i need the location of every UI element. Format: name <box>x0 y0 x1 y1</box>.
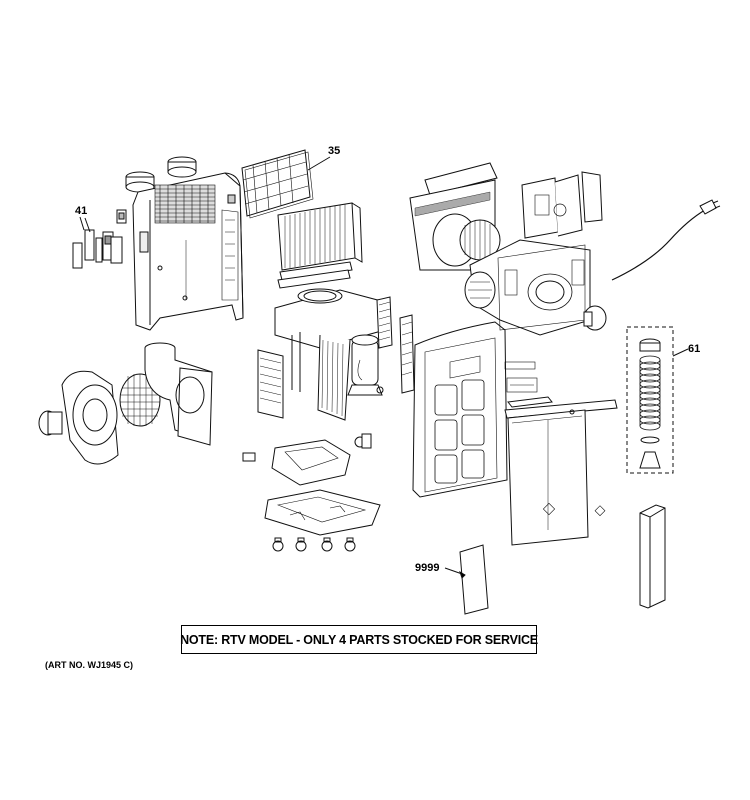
window-extension <box>639 504 666 609</box>
service-note-text: NOTE: RTV MODEL - ONLY 4 PARTS STOCKED F… <box>180 632 538 647</box>
control-knob-parts <box>72 209 127 269</box>
power-cord <box>611 199 721 281</box>
air-filter <box>241 149 331 219</box>
base-pan <box>242 433 381 552</box>
leader-41 <box>79 216 85 231</box>
callout-61: 61 <box>688 343 701 355</box>
condenser-coil <box>376 296 415 394</box>
condenser-fan-housing <box>464 239 607 336</box>
front-cabinet <box>125 156 244 331</box>
callout-41: 41 <box>75 205 88 217</box>
side-filter <box>257 349 284 419</box>
literature-booklet <box>444 544 489 615</box>
casters <box>272 537 356 552</box>
blower-assembly <box>38 342 213 465</box>
callout-9999: 9999 <box>415 562 440 574</box>
rear-panel <box>412 321 538 498</box>
window-panel <box>504 396 618 546</box>
callout-35: 35 <box>328 145 341 157</box>
art-number: (ART NO. WJ1945 C) <box>45 660 134 670</box>
service-note-box: NOTE: RTV MODEL - ONLY 4 PARTS STOCKED F… <box>180 625 538 654</box>
exhaust-hose-kit <box>626 326 689 474</box>
evaporator-coil <box>277 202 363 289</box>
top-cover-assembly <box>409 162 603 271</box>
chassis-compressor <box>274 288 386 421</box>
